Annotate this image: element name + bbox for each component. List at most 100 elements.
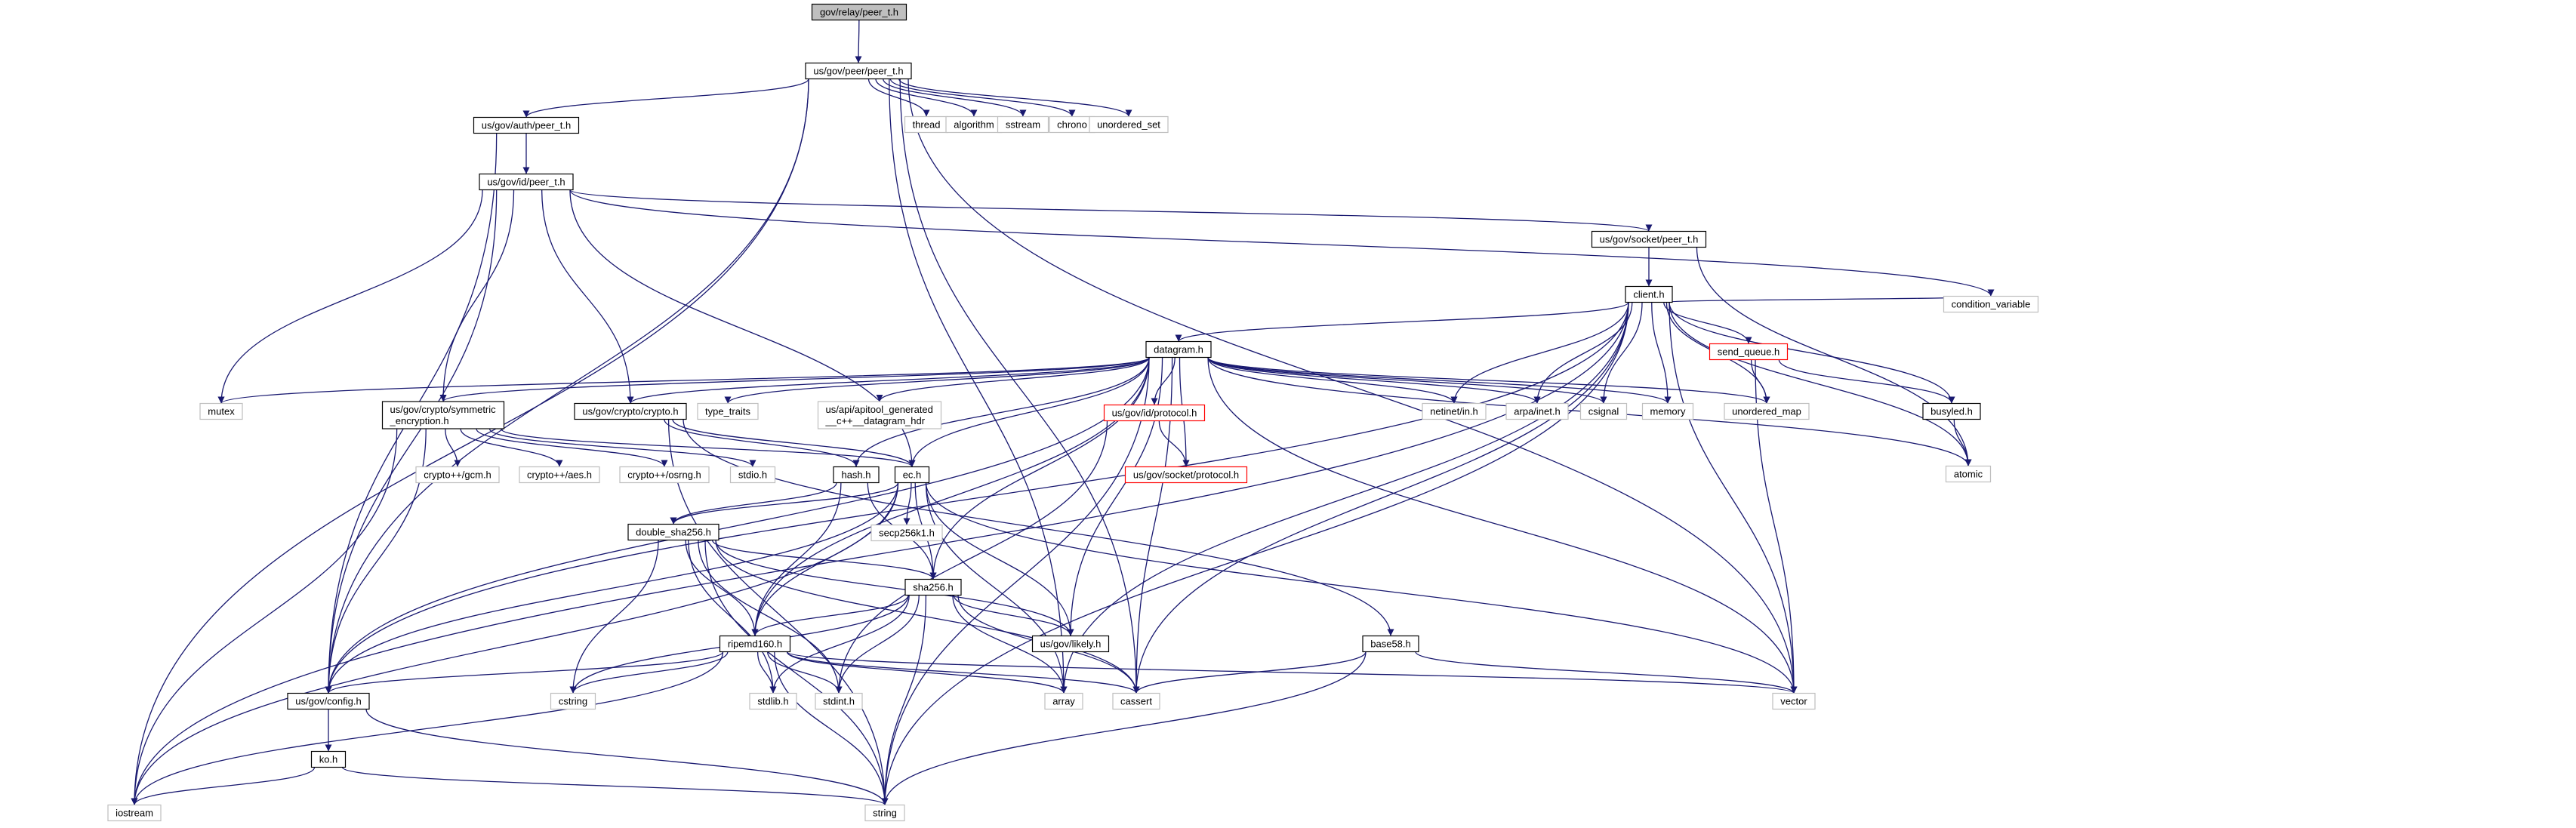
edge-dsha-to-stdint	[698, 540, 843, 694]
node-label: array	[1052, 696, 1075, 707]
node-label: _encryption.h	[390, 415, 449, 426]
node-box-array	[1044, 692, 1083, 710]
node-label: us/gov/id/protocol.h	[1112, 408, 1197, 419]
edge-ripemd-to-cstring	[569, 651, 729, 694]
node-label: ko.h	[319, 754, 338, 765]
node-busyled[interactable]: busyled.h	[1922, 402, 1981, 420]
node-iostream: iostream	[107, 804, 162, 822]
edge-ripemd-to-iostream	[131, 651, 724, 805]
node-label: us/api/apitool_generated	[826, 404, 933, 415]
node-label: datagram.h	[1154, 344, 1203, 356]
edge-peer-to-cassert	[899, 78, 1140, 694]
node-id[interactable]: us/gov/id/peer_t.h	[479, 173, 574, 191]
edge-sha256-to-ripemd	[751, 595, 909, 636]
node-sha256[interactable]: sha256.h	[904, 578, 962, 596]
edge-dsha-to-cassert	[715, 540, 1140, 694]
node-string: string	[864, 804, 905, 822]
node-label: base58.h	[1370, 639, 1411, 650]
node-ec[interactable]: ec.h	[894, 466, 930, 484]
node-client[interactable]: client.h	[1625, 285, 1673, 303]
node-base58[interactable]: base58.h	[1362, 635, 1419, 653]
node-peer[interactable]: us/gov/peer/peer_t.h	[805, 62, 912, 80]
node-ripemd[interactable]: ripemd160.h	[719, 635, 791, 653]
edge-ec-to-likely	[925, 482, 1074, 636]
edge-peer-to-chrono	[889, 78, 1076, 117]
node-apitool: us/api/apitool_generated__c++__datagram_…	[817, 401, 942, 429]
edge-client-to-array	[1060, 302, 1629, 694]
edge-id-to-config	[325, 189, 498, 694]
node-box-mutex	[199, 402, 243, 420]
edge-id-to-crypto	[541, 189, 634, 404]
node-box-ko	[310, 750, 347, 768]
edge-dsha-to-sha256	[711, 540, 937, 580]
edge-protocol_id-to-stdint	[835, 420, 1108, 694]
node-label: us/gov/socket/peer_t.h	[1600, 234, 1699, 245]
node-label: iostream	[116, 808, 153, 819]
edge-peer-to-config	[325, 78, 809, 694]
edge-crypto-to-hash	[664, 419, 860, 467]
edge-ec-to-dsha	[670, 482, 899, 525]
node-unordered_set: unordered_set	[1089, 115, 1169, 134]
node-label: type_traits	[705, 406, 750, 417]
node-box-type_traits	[697, 402, 759, 420]
node-ko[interactable]: ko.h	[310, 750, 347, 768]
edge-ec-to-array	[925, 482, 1068, 694]
node-label: us/gov/likely.h	[1040, 639, 1102, 650]
edge-sha256-to-stdint	[835, 595, 920, 694]
node-hash[interactable]: hash.h	[833, 466, 880, 484]
node-label: secp256k1.h	[879, 528, 935, 539]
node-datagram[interactable]: datagram.h	[1145, 340, 1212, 359]
node-protocol_socket[interactable]: us/gov/socket/protocol.h	[1124, 466, 1248, 484]
node-protocol_id[interactable]: us/gov/id/protocol.h	[1103, 404, 1206, 422]
node-label: stdlib.h	[757, 696, 788, 707]
node-label: arpa/inet.h	[1514, 406, 1560, 417]
node-array: array	[1044, 692, 1083, 710]
edge-peer-to-iostream	[131, 78, 809, 805]
node-crypto[interactable]: us/gov/crypto/crypto.h	[574, 402, 687, 420]
node-stdlib: stdlib.h	[749, 692, 797, 710]
node-osrng: crypto++/osrng.h	[619, 466, 710, 484]
node-root[interactable]: gov/relay/peer_t.h	[811, 3, 907, 21]
node-box-symenc	[381, 401, 505, 429]
node-box-auth	[473, 116, 580, 134]
node-config[interactable]: us/gov/config.h	[287, 692, 370, 710]
node-socket[interactable]: us/gov/socket/peer_t.h	[1591, 230, 1707, 248]
node-auth[interactable]: us/gov/auth/peer_t.h	[473, 116, 580, 134]
edge-client-to-memory	[1651, 302, 1672, 404]
node-box-vector	[1772, 692, 1816, 710]
node-label: double_sha256.h	[636, 527, 711, 538]
node-dsha[interactable]: double_sha256.h	[627, 523, 719, 541]
edge-ko-to-iostream	[131, 767, 316, 805]
node-box-client	[1625, 285, 1673, 303]
edge-peer-to-unordered_set	[898, 78, 1132, 117]
edge-datagram-to-apitool	[876, 357, 1150, 402]
node-label: algorithm	[954, 119, 994, 131]
node-box-protocol_id	[1103, 404, 1206, 422]
edge-dsha-to-cstring	[569, 540, 659, 694]
node-label: us/gov/peer/peer_t.h	[813, 66, 903, 77]
edge-datagram-to-symenc	[439, 356, 1150, 402]
node-box-iostream	[107, 804, 162, 822]
edge-datagram-to-hash	[852, 357, 1150, 467]
edge-busyled-to-atomic	[1953, 419, 1972, 466]
node-box-peer	[805, 62, 912, 80]
node-vector: vector	[1772, 692, 1816, 710]
node-label: us/gov/id/peer_t.h	[487, 177, 565, 188]
edge-client-to-atomic	[1669, 302, 1972, 466]
node-aes: crypto++/aes.h	[519, 466, 600, 484]
node-box-osrng	[619, 466, 710, 484]
node-box-secp	[870, 524, 943, 542]
node-box-gcm	[415, 466, 500, 484]
edge-hash-to-dsha	[670, 482, 837, 525]
node-gcm: crypto++/gcm.h	[415, 466, 500, 484]
node-box-condvar	[1943, 295, 2039, 313]
node-symenc[interactable]: us/gov/crypto/symmetric_encryption.h	[381, 401, 505, 429]
node-box-string	[864, 804, 905, 822]
node-box-ripemd	[719, 635, 791, 653]
node-box-likely	[1031, 635, 1110, 653]
node-likely[interactable]: us/gov/likely.h	[1031, 635, 1110, 653]
edge-id-to-socket	[569, 189, 1653, 232]
edge-base58-to-vector	[1415, 651, 1798, 694]
node-atomic: atomic	[1945, 465, 1992, 483]
node-send_queue[interactable]: send_queue.h	[1709, 343, 1789, 361]
